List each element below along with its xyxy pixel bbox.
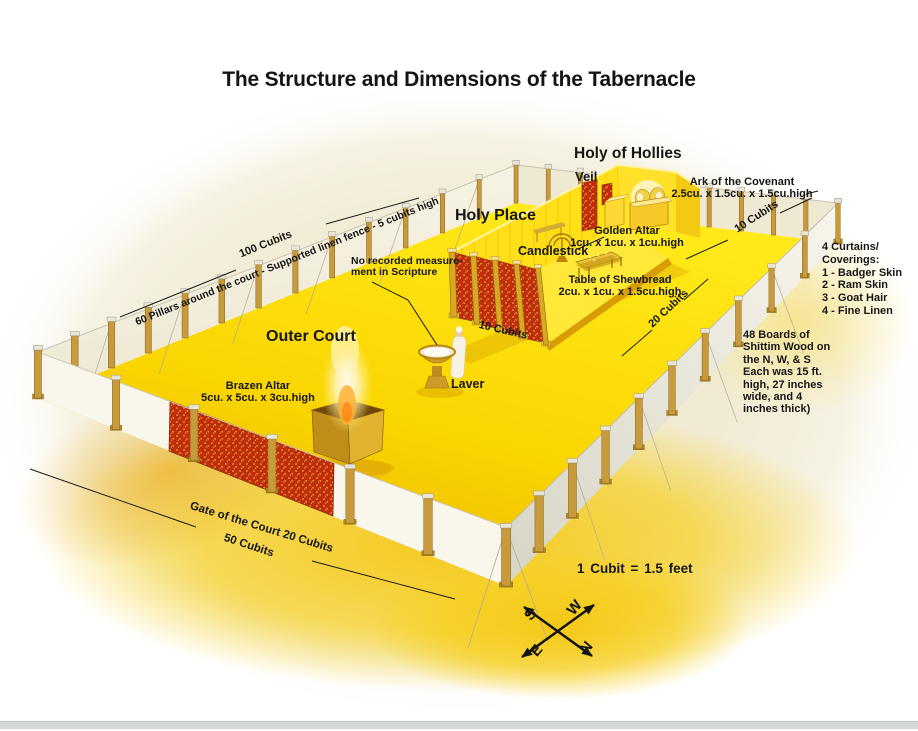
boards-line: the N, W, & S: [743, 353, 811, 366]
golden-altar-dims: 1cu. x 1cu. x 1cu.high: [570, 236, 684, 249]
leader-lines: [29, 190, 819, 600]
court-ground: [38, 203, 838, 586]
shewbread-dims: 2cu. x 1cu. x 1.5cu.high: [558, 285, 682, 298]
curtains-line: 2 - Ram Skin: [822, 279, 889, 292]
candlestick-label: Candlestick: [518, 244, 589, 258]
shewbread-name: Table of Shewbread: [568, 274, 672, 286]
boards-line: wide, and 4: [743, 391, 803, 404]
laver-illustration: [416, 326, 467, 398]
no-measurement-line1: No recorded measure-: [351, 255, 463, 267]
curtains-line: 3 - Goat Hair: [822, 292, 888, 305]
golden-altar-illustration: [604, 193, 630, 229]
holy-of-hollies-label: Holy of Hollies: [574, 145, 682, 162]
horizontal-scrollbar[interactable]: [0, 721, 918, 729]
holy-place-label: Holy Place: [455, 207, 536, 224]
curtains-line: 4 - Fine Linen: [822, 304, 893, 317]
right-fence: [499, 198, 843, 588]
golden-altar-name: Golden Altar: [594, 225, 660, 237]
boards-note: 48 Boards of Shittim Wood on the N, W, &…: [743, 329, 830, 416]
laver-label: Laver: [451, 377, 485, 391]
priest-figure: [450, 335, 467, 379]
boards-line: Shittim Wood on: [743, 341, 831, 354]
curtains-line: 1 - Badger Skin: [822, 266, 903, 279]
boards-line: Each was 15 ft.: [743, 366, 822, 379]
ark-illustration: [629, 180, 673, 231]
veil-label: Veil: [575, 169, 598, 184]
boards-line: 48 Boards of: [743, 329, 810, 341]
ark-name: Ark of the Covenant: [689, 176, 795, 188]
no-measurement-line2: ment in Scripture: [351, 265, 438, 278]
candlestick-illustration: [548, 233, 576, 262]
front-fence: [32, 345, 549, 649]
brazen-altar-dims: 5cu. x 5cu. x 3cu.high: [201, 391, 315, 404]
cubit-conversion-label: 1 Cubit = 1.5 feet: [577, 561, 693, 576]
ark-label: Ark of the Covenant 2.5cu. x 1.5cu. x 1.…: [658, 176, 826, 200]
curtains-note: 4 Curtains/ Coverings: 1 - Badger Skin 2…: [822, 241, 902, 318]
outer-court-label: Outer Court: [266, 328, 356, 345]
table-of-shewbread-illustration: [575, 251, 623, 277]
page-title: The Structure and Dimensions of the Tabe…: [222, 68, 696, 91]
no-measurement-note: No recorded measure- ment in Scripture: [351, 256, 462, 277]
left-fence: [33, 160, 520, 405]
brazen-altar-label: Brazen Altar 5cu. x 5cu. x 3cu.high: [186, 380, 330, 404]
boards-line: inches thick): [743, 403, 811, 416]
veil-illustration: [581, 179, 613, 232]
golden-altar-label: Golden Altar 1cu. x 1cu. x 1cu.high: [557, 225, 697, 249]
shewbread-label: Table of Shewbread 2cu. x 1cu. x 1.5cu.h…: [549, 274, 691, 298]
brazen-altar-name: Brazen Altar: [225, 380, 291, 392]
boards-line: high, 27 inches: [743, 378, 823, 391]
ark-dims: 2.5cu. x 1.5cu. x 1.5cu.high: [671, 187, 813, 200]
tabernacle-structure: [447, 164, 701, 351]
curtains-line: Coverings:: [822, 253, 880, 266]
entrance-screen: [447, 248, 551, 347]
curtains-line: 4 Curtains/: [822, 241, 879, 253]
